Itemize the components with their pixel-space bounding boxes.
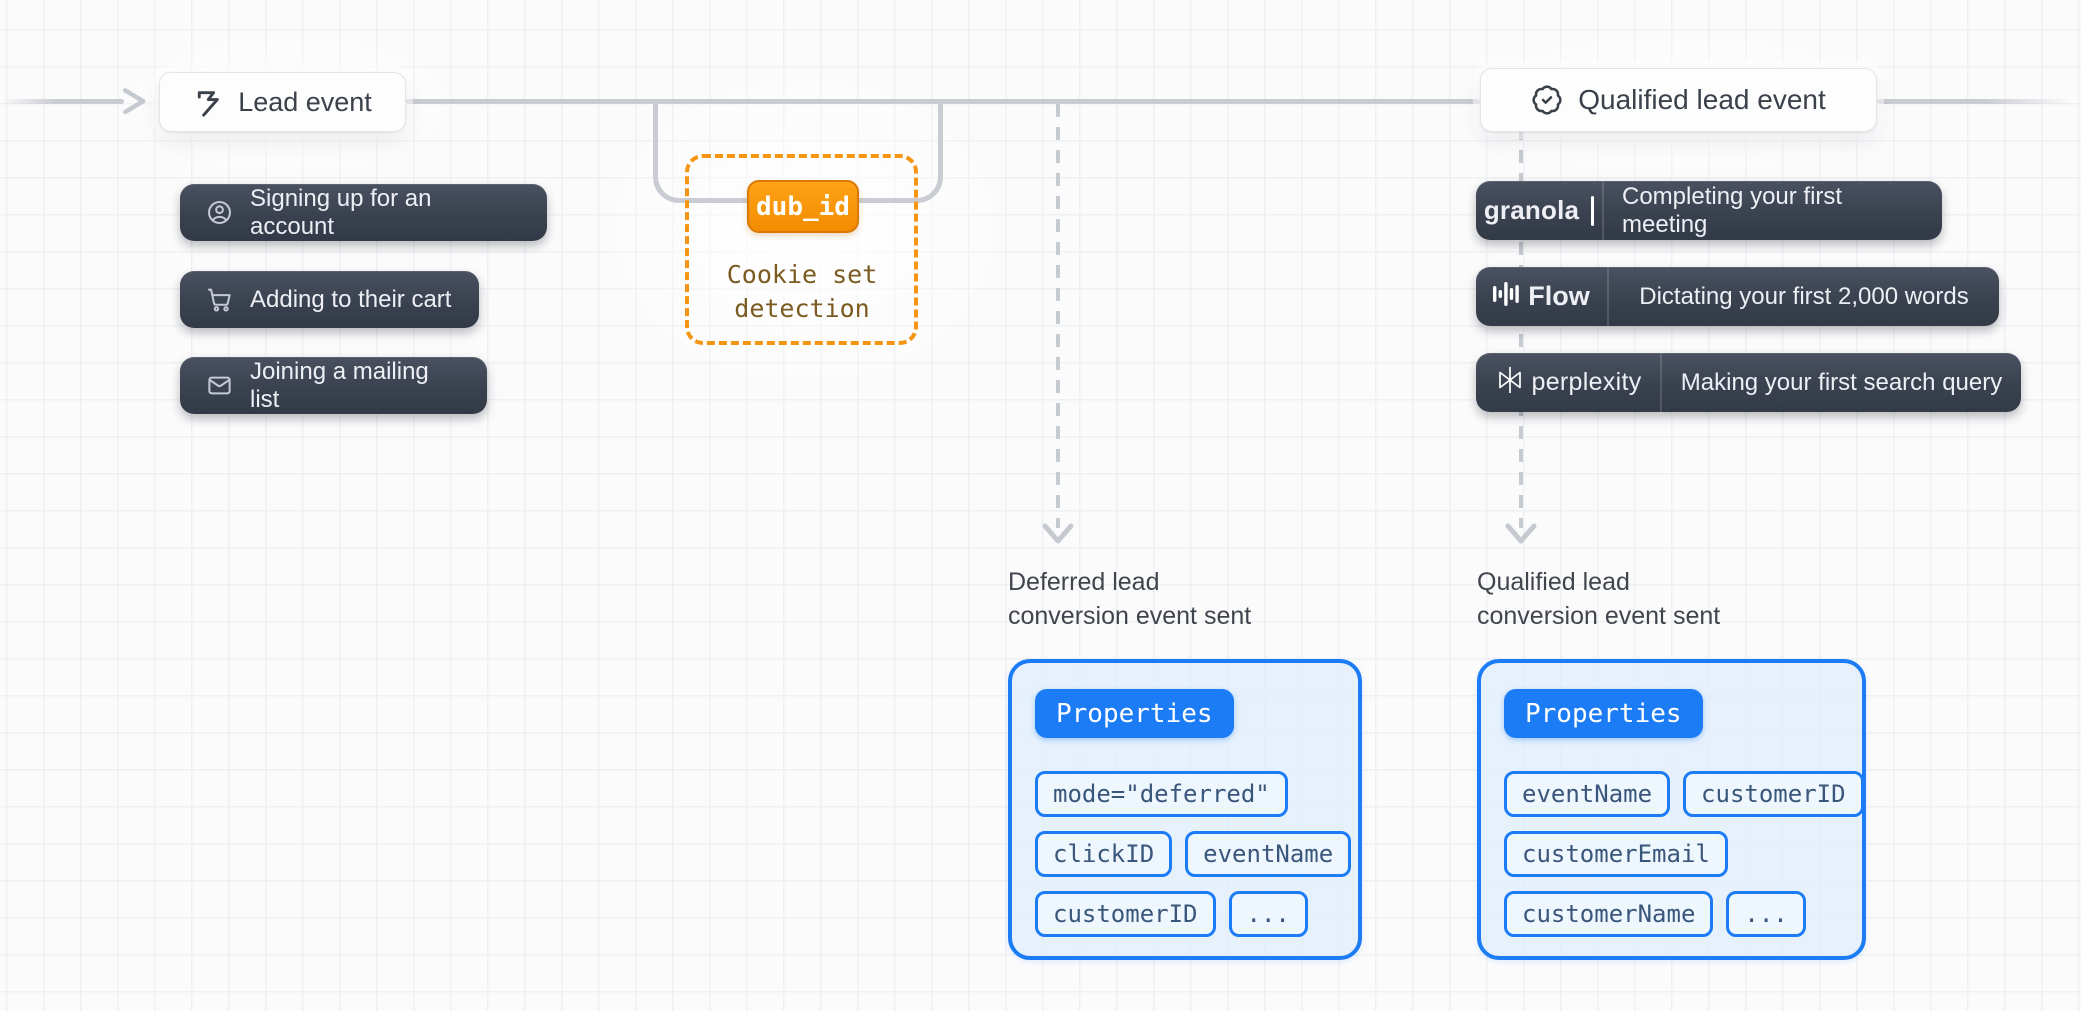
properties-row: customerEmail xyxy=(1504,831,1728,877)
user-circle-icon xyxy=(206,199,233,226)
properties-badge: Properties xyxy=(1504,689,1703,738)
arrow-down-icon-deferred xyxy=(1042,523,1074,544)
soundwave-icon xyxy=(1493,278,1520,315)
perplexity-wordmark: perplexity xyxy=(1531,368,1642,396)
property-pill: clickID xyxy=(1035,831,1173,877)
qualified-example-label: Completing your first meeting xyxy=(1622,182,1843,238)
qualified-lead-event-label: Qualified lead event xyxy=(1578,84,1826,115)
granola-wordmark: granola xyxy=(1483,195,1580,225)
lead-event-node: Lead event xyxy=(159,72,406,132)
lead-example-cart: Adding to their cart xyxy=(180,271,479,328)
property-pill: ... xyxy=(1726,891,1806,937)
outgoing-connector-line xyxy=(1877,99,2072,104)
property-pill: eventName xyxy=(1185,831,1352,877)
lead-example-label: Signing up for an account xyxy=(250,184,432,240)
lead-example-label: Adding to their cart xyxy=(250,285,452,313)
granola-text-cursor xyxy=(1591,195,1595,226)
properties-row: mode="deferred" xyxy=(1035,771,1288,817)
properties-row: customerName ... xyxy=(1504,891,1806,937)
qualified-branch-caption: Qualified lead conversion event sent xyxy=(1477,568,1721,630)
perplexity-logo: perplexity xyxy=(1476,353,1662,412)
flow-logo: Flow xyxy=(1476,267,1609,326)
lead-example-signup: Signing up for an account xyxy=(180,184,547,241)
qualified-example-label: Making your first search query xyxy=(1680,368,2003,396)
properties-row: eventName customerID xyxy=(1504,771,1864,817)
qualified-properties-box: Properties eventName customerID customer… xyxy=(1477,659,1866,960)
lead-event-label: Lead event xyxy=(238,86,372,117)
deferred-properties-box: Properties mode="deferred" clickID event… xyxy=(1008,659,1362,960)
deferred-dashed-connector xyxy=(1056,104,1060,528)
incoming-connector-line xyxy=(0,99,124,104)
property-pill: customerEmail xyxy=(1504,831,1728,877)
lead-example-label: Joining a mailing list xyxy=(250,357,429,413)
lead-to-qualified-connector xyxy=(406,99,1480,104)
qualified-lead-event-node: Qualified lead event xyxy=(1480,68,1877,132)
shopping-cart-icon xyxy=(206,286,233,313)
deferred-branch-caption: Deferred lead conversion event sent xyxy=(1008,568,1252,630)
flow-wordmark: Flow xyxy=(1528,281,1590,311)
dub-id-badge: dub_id xyxy=(747,180,859,233)
property-pill: mode="deferred" xyxy=(1035,771,1288,817)
perplexity-star-icon xyxy=(1495,365,1525,400)
qualified-example-granola: granola Completing your first meeting xyxy=(1476,181,1942,240)
cursor-flag-icon xyxy=(193,87,223,117)
lead-example-mailing-list: Joining a mailing list xyxy=(180,357,487,414)
property-pill: customerID xyxy=(1035,891,1216,937)
property-pill: eventName xyxy=(1504,771,1671,817)
qualified-example-label: Dictating your first 2,000 words xyxy=(1639,282,1969,310)
properties-badge: Properties xyxy=(1035,689,1234,738)
arrow-right-icon xyxy=(122,88,146,115)
property-pill: customerName xyxy=(1504,891,1714,937)
cookie-detection-caption: Cookie set detection xyxy=(726,260,878,323)
granola-logo: granola xyxy=(1476,181,1604,240)
property-pill: ... xyxy=(1228,891,1308,937)
properties-row: customerID ... xyxy=(1035,891,1308,937)
property-pill: customerID xyxy=(1683,771,1864,817)
arrow-down-icon-qualified xyxy=(1505,523,1537,544)
properties-row: clickID eventName xyxy=(1035,831,1352,877)
envelope-icon xyxy=(206,372,233,399)
badge-check-icon xyxy=(1531,84,1563,116)
qualified-example-perplexity: perplexity Making your first search quer… xyxy=(1476,353,2021,412)
qualified-example-flow: Flow Dictating your first 2,000 words xyxy=(1476,267,1999,326)
